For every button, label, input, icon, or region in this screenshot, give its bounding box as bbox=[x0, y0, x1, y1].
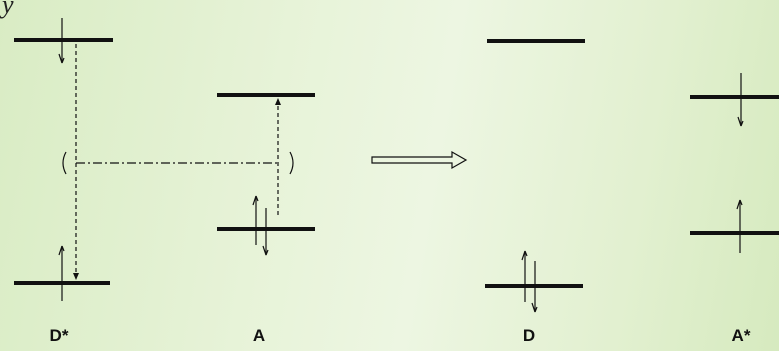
label-acceptor-ground: A bbox=[252, 326, 266, 345]
label-donor-ground: D bbox=[522, 326, 536, 345]
astar-upper-electron-arrowhead bbox=[737, 116, 744, 127]
a-lower-electron-down-arrowhead bbox=[262, 245, 269, 256]
left-parenthesis bbox=[62, 151, 67, 175]
label-acceptor-excited: A* bbox=[731, 326, 751, 345]
label-donor-excited: D* bbox=[49, 326, 69, 345]
d-lower-electron-up-arrowhead bbox=[521, 250, 528, 261]
a-lower-electron-up-arrowhead bbox=[252, 195, 259, 206]
process-arrow bbox=[371, 150, 468, 170]
d-lower-electron-down-arrowhead bbox=[531, 302, 538, 313]
right-parenthesis bbox=[289, 151, 294, 175]
dstar-lower-electron-arrowhead bbox=[58, 245, 65, 256]
astar-lower-electron-arrowhead bbox=[736, 199, 743, 210]
dstar-upper-electron-arrowhead bbox=[58, 53, 65, 64]
title-fragment: y bbox=[2, 0, 14, 19]
